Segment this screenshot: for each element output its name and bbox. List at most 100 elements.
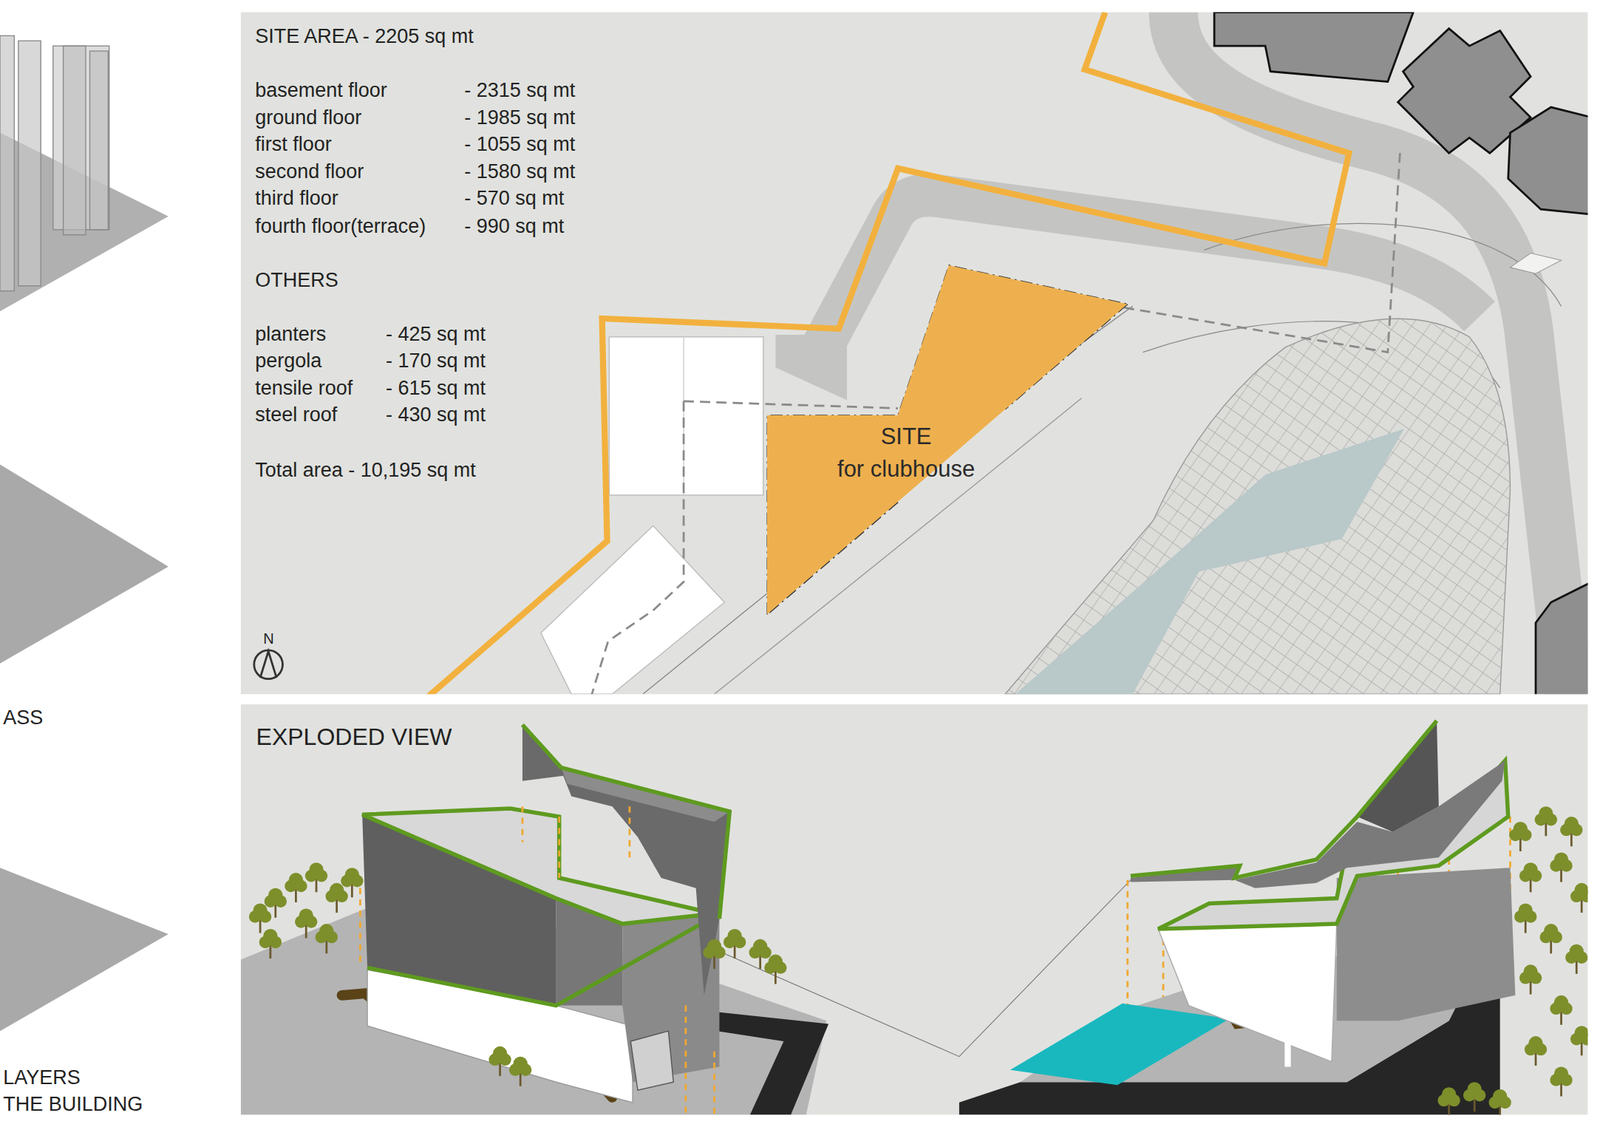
tree bbox=[259, 928, 282, 959]
tree-crown bbox=[252, 903, 267, 918]
alignment-line bbox=[359, 888, 362, 966]
existing-building bbox=[608, 336, 763, 496]
tower-mass bbox=[90, 50, 109, 230]
site-heading: SITE bbox=[880, 423, 932, 451]
tree-crown bbox=[1441, 1087, 1456, 1102]
tree bbox=[315, 923, 338, 954]
tree-crown bbox=[1554, 995, 1569, 1010]
tree-crown bbox=[308, 862, 323, 877]
tree bbox=[1509, 821, 1532, 852]
view-title: EXPLODED VIEW bbox=[256, 722, 453, 751]
tree-crown bbox=[329, 883, 344, 898]
left-strip-illustration bbox=[0, 35, 169, 1031]
floor-area: - 990 sq mt bbox=[464, 215, 564, 238]
tree-crown bbox=[1569, 944, 1584, 959]
tree bbox=[723, 928, 746, 959]
tree bbox=[284, 872, 307, 903]
cut-off-label: THE BUILDING bbox=[2, 1093, 143, 1117]
tree bbox=[1560, 816, 1583, 847]
item-name: tensile roof bbox=[254, 377, 353, 401]
layers-plane bbox=[0, 867, 169, 1031]
tree-crown bbox=[492, 1046, 507, 1061]
floor-name: third floor bbox=[254, 187, 339, 211]
tree-crown bbox=[288, 872, 304, 887]
site-fill bbox=[767, 265, 1128, 615]
dashed-line bbox=[1091, 152, 1400, 352]
tower-mass bbox=[18, 40, 41, 287]
green-edge bbox=[522, 724, 730, 919]
tree bbox=[325, 883, 348, 913]
residential-block bbox=[1508, 107, 1589, 215]
road bbox=[704, 1010, 829, 1116]
tree bbox=[764, 954, 787, 985]
tree bbox=[1570, 883, 1588, 913]
tree bbox=[1524, 1036, 1547, 1066]
alignment-line bbox=[713, 1051, 716, 1116]
plaza-hatch bbox=[1005, 318, 1510, 694]
tree bbox=[249, 903, 272, 933]
tree-crown bbox=[1528, 1036, 1543, 1051]
tree-crown bbox=[1543, 923, 1558, 938]
site-shape bbox=[767, 265, 1128, 615]
upper-wall bbox=[1356, 720, 1439, 833]
site-area: SITE AREA - 2205 sq mt bbox=[254, 25, 474, 49]
site-plan bbox=[254, 12, 1589, 695]
tree-crown bbox=[1574, 883, 1588, 898]
alignment-line bbox=[628, 806, 632, 858]
tree bbox=[1549, 1067, 1572, 1097]
exploded-panel bbox=[240, 704, 1589, 1115]
alignment-line bbox=[684, 1005, 687, 1116]
tree bbox=[1519, 964, 1542, 994]
green-edge bbox=[1130, 720, 1437, 878]
tree-crown bbox=[1574, 1025, 1588, 1040]
tree-crown bbox=[1513, 821, 1528, 836]
dashed-line bbox=[683, 401, 898, 409]
north-arrow bbox=[260, 651, 277, 678]
floor-area: - 2315 sq mt bbox=[464, 79, 575, 102]
tree-crown bbox=[263, 928, 278, 944]
mass-plane bbox=[0, 464, 169, 664]
green-edge bbox=[367, 913, 720, 1006]
floor-area: - 1985 sq mt bbox=[464, 107, 575, 131]
floor-area: - 1055 sq mt bbox=[464, 133, 575, 157]
item-area: - 615 sq mt bbox=[385, 377, 486, 401]
section-heading: OTHERS bbox=[254, 269, 339, 292]
column bbox=[1284, 1020, 1291, 1067]
tower-mass bbox=[0, 35, 15, 291]
tree bbox=[1565, 944, 1588, 975]
existing-building bbox=[540, 525, 725, 694]
tree bbox=[1463, 1081, 1486, 1112]
tree bbox=[509, 1056, 532, 1087]
floor-area: - 1580 sq mt bbox=[464, 161, 575, 185]
boundary-line bbox=[428, 12, 1349, 695]
tree bbox=[305, 862, 328, 893]
tree bbox=[264, 888, 287, 918]
site-outline bbox=[767, 265, 1128, 615]
lower-volume bbox=[1158, 923, 1337, 1062]
exploded-view bbox=[240, 720, 1589, 1115]
alignment-line bbox=[521, 806, 524, 842]
floor-name: second floor bbox=[254, 161, 364, 185]
residential-block bbox=[1535, 581, 1588, 694]
tree-crown bbox=[753, 939, 768, 954]
floor-name: fourth floor(terrace) bbox=[254, 215, 426, 238]
tree bbox=[1534, 806, 1558, 836]
site-area-shape: SITEfor clubhouse bbox=[767, 265, 1128, 615]
tree-crown bbox=[768, 954, 783, 969]
item-name: pergola bbox=[254, 349, 322, 373]
tree bbox=[702, 939, 725, 969]
tree-crown bbox=[1467, 1081, 1482, 1096]
floor-name: first floor bbox=[254, 133, 332, 157]
pool bbox=[1010, 1003, 1230, 1086]
tree-crown bbox=[1564, 816, 1579, 831]
opening bbox=[630, 1030, 674, 1091]
north-arrow bbox=[254, 650, 284, 680]
compass-letter: N bbox=[263, 630, 274, 648]
traffic-island bbox=[1509, 253, 1561, 275]
tree bbox=[1488, 1089, 1511, 1116]
floor-name: ground floor bbox=[254, 107, 362, 131]
item-name: steel roof bbox=[254, 403, 337, 427]
tree-crown bbox=[1523, 964, 1538, 979]
tree-crown bbox=[1554, 1067, 1569, 1082]
item-area: - 170 sq mt bbox=[385, 349, 486, 373]
